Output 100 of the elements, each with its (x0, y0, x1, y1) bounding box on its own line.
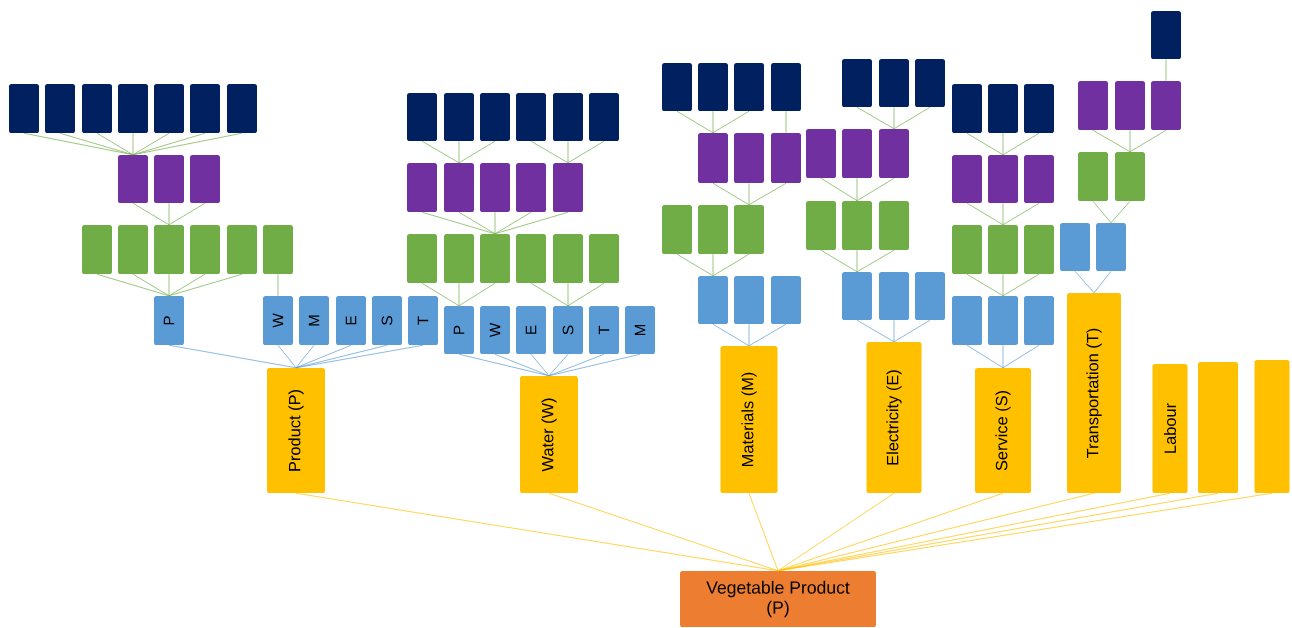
connector-line (966, 273, 1004, 297)
connector-line (777, 492, 895, 572)
connector-line (168, 202, 170, 226)
connector-line (132, 132, 206, 156)
connector-line (567, 282, 605, 307)
connector-line (567, 140, 569, 164)
empty-box (842, 129, 872, 178)
empty-box (734, 63, 764, 111)
connector-line (295, 344, 352, 369)
empty-box (154, 84, 184, 133)
connector-line (777, 492, 1095, 572)
empty-box (516, 93, 546, 141)
connector-line (277, 273, 279, 297)
empty-box (806, 201, 836, 250)
empty-box (1198, 362, 1238, 493)
empty-box (771, 276, 801, 324)
empty-box (82, 225, 112, 274)
letter-box: P (444, 306, 474, 354)
connector-line (458, 140, 460, 164)
letter-box: S (553, 306, 583, 354)
connector-line (96, 273, 170, 297)
empty-box (9, 84, 39, 133)
connector-line (1002, 202, 1040, 226)
empty-box (879, 129, 909, 178)
empty-box (952, 155, 982, 203)
empty-box (1096, 223, 1126, 271)
empty-box (444, 163, 474, 212)
connector-line (168, 273, 206, 297)
empty-box (589, 234, 619, 283)
connector-line (712, 253, 714, 277)
empty-box (480, 93, 510, 141)
connector-line (893, 319, 931, 343)
connector-line (421, 140, 460, 164)
empty-box (407, 163, 437, 212)
empty-box (734, 133, 764, 183)
empty-box (444, 93, 474, 141)
connector-line (712, 110, 714, 134)
connector-line (1093, 270, 1112, 294)
empty-box (662, 205, 692, 254)
empty-box (698, 133, 728, 183)
empty-box (915, 272, 945, 320)
category-box: Materials (M) (720, 346, 778, 493)
connector-line (132, 202, 170, 226)
connector-line (893, 106, 931, 130)
category-box: Electricity (E) (866, 342, 922, 493)
connector-line (59, 132, 134, 156)
empty-box (806, 129, 836, 178)
category-box: Water (W) (520, 376, 578, 493)
empty-box (407, 234, 437, 283)
connector-line (748, 323, 750, 347)
connector-line (712, 110, 750, 134)
letter-box: P (154, 296, 184, 345)
connector-line (494, 211, 532, 235)
connector-line (567, 282, 569, 307)
connector-line (277, 344, 297, 369)
connector-line (820, 177, 858, 202)
connector-line (494, 353, 550, 377)
letter-box: M (625, 306, 655, 354)
empty-box (879, 272, 909, 320)
empty-box (1060, 223, 1090, 271)
letter-box: W (263, 296, 293, 345)
empty-box (988, 155, 1018, 203)
letter-box: W (480, 306, 510, 354)
connector-line (1110, 200, 1131, 224)
empty-box (842, 201, 872, 250)
empty-box (734, 205, 764, 254)
connector-line (676, 110, 714, 134)
empty-box (879, 201, 909, 250)
connector-line (748, 182, 750, 206)
connector-line (494, 211, 569, 235)
empty-box (118, 84, 148, 133)
connector-line (548, 353, 569, 377)
empty-box (1115, 152, 1145, 201)
empty-box (1024, 225, 1054, 274)
connector-line (168, 273, 243, 297)
empty-box (553, 93, 583, 141)
connector-line (748, 492, 779, 572)
connector-line (748, 182, 787, 206)
root-box: Vegetable Product (P) (680, 571, 876, 627)
connector-line (820, 249, 858, 273)
empty-box (407, 93, 437, 141)
connector-line (1129, 129, 1131, 153)
empty-box (988, 84, 1018, 133)
empty-box (771, 63, 801, 111)
empty-box (154, 225, 184, 274)
category-box: Service (S) (975, 368, 1031, 493)
connector-line (458, 282, 460, 307)
connector-line (893, 106, 895, 130)
empty-box (45, 84, 75, 133)
empty-box (154, 155, 184, 203)
empty-box (1151, 11, 1181, 59)
connector-line (1002, 344, 1040, 369)
connector-line (785, 110, 787, 134)
connector-line (132, 132, 134, 156)
connector-line (132, 132, 243, 156)
connector-line (458, 140, 496, 164)
empty-box (444, 234, 474, 283)
connector-line (421, 211, 496, 235)
letter-box: T (408, 296, 438, 345)
connector-line (1002, 273, 1040, 297)
